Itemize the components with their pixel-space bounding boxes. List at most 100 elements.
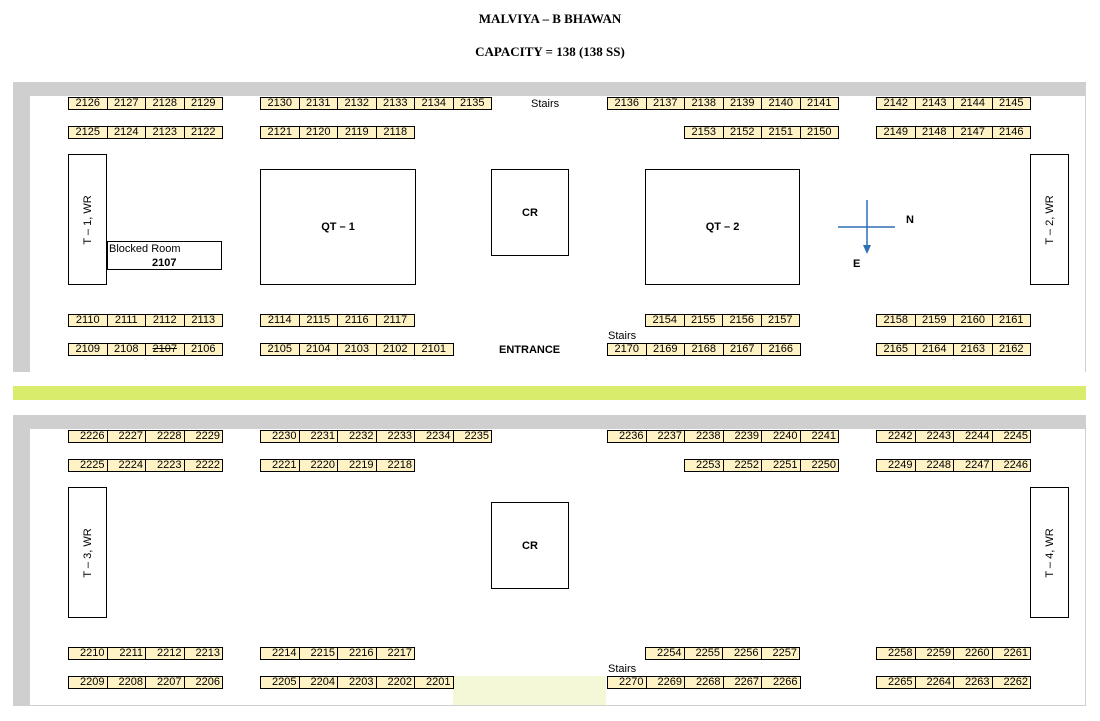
room-2219: 2219: [337, 459, 377, 472]
room-2166: 2166: [761, 343, 801, 356]
room-2104: 2104: [298, 343, 338, 356]
room-2112: 2112: [145, 314, 185, 327]
toilet-t1: T – 1, WR: [68, 154, 107, 285]
room-2265: 2265: [876, 676, 916, 689]
toilet-t3: T – 3, WR: [68, 487, 107, 618]
room-2110: 2110: [68, 314, 108, 327]
room-2122: 2122: [183, 126, 223, 139]
room-2224: 2224: [106, 459, 146, 472]
floor-2-entrance-strip: [453, 676, 606, 705]
room-2139: 2139: [722, 97, 762, 110]
room-2161: 2161: [991, 314, 1031, 327]
room-2257: 2257: [760, 647, 800, 660]
toilet-t1-label: T – 1, WR: [81, 194, 94, 245]
room-2151: 2151: [761, 126, 801, 139]
room-2123: 2123: [145, 126, 185, 139]
blocked-room-number: 2107: [152, 257, 177, 269]
room-2146: 2146: [991, 126, 1031, 139]
cr-label-floor-1: CR: [522, 207, 538, 219]
toilet-t3-label: T – 3, WR: [81, 527, 94, 578]
room-2148: 2148: [914, 126, 954, 139]
room-2230: 2230: [260, 430, 300, 443]
room-2220: 2220: [298, 459, 338, 472]
capacity-subtitle: CAPACITY = 138 (138 SS): [475, 44, 625, 59]
room-2147: 2147: [953, 126, 993, 139]
room-2137: 2137: [645, 97, 685, 110]
page-title: MALVIYA – B BHAWAN: [478, 11, 622, 26]
room-2201: 2201: [414, 676, 454, 689]
room-2131: 2131: [298, 97, 338, 110]
room-2156: 2156: [722, 314, 762, 327]
room-2222: 2222: [183, 459, 223, 472]
room-2207: 2207: [145, 676, 185, 689]
cr-box-floor-2: CR: [491, 502, 569, 589]
toilet-t2: T – 2, WR: [1030, 154, 1069, 285]
room-2253: 2253: [684, 459, 724, 472]
cr-label-floor-2: CR: [522, 540, 538, 552]
room-2154: 2154: [645, 314, 685, 327]
room-2113: 2113: [183, 314, 223, 327]
room-2251: 2251: [761, 459, 801, 472]
room-2118: 2118: [375, 126, 415, 139]
room-2215: 2215: [298, 647, 338, 660]
room-2229: 2229: [183, 430, 223, 443]
room-2152: 2152: [722, 126, 762, 139]
room-2204: 2204: [298, 676, 338, 689]
room-2260: 2260: [953, 647, 993, 660]
room-2214: 2214: [260, 647, 300, 660]
room-2223: 2223: [145, 459, 185, 472]
room-2119: 2119: [337, 126, 377, 139]
room-2242: 2242: [876, 430, 916, 443]
blocked-room-title: Blocked Room: [109, 243, 181, 255]
room-2124: 2124: [106, 126, 146, 139]
room-2163: 2163: [953, 343, 993, 356]
room-2143: 2143: [914, 97, 954, 110]
room-2157: 2157: [760, 314, 800, 327]
room-2126: 2126: [68, 97, 108, 110]
room-2142: 2142: [876, 97, 916, 110]
room-2226: 2226: [68, 430, 108, 443]
room-2264: 2264: [914, 676, 954, 689]
room-2101: 2101: [414, 343, 454, 356]
toilet-t2-label: T – 2, WR: [1043, 194, 1056, 245]
room-2255: 2255: [683, 647, 723, 660]
room-2149: 2149: [876, 126, 916, 139]
room-2262: 2262: [991, 676, 1031, 689]
qt1-label: QT – 1: [321, 221, 355, 233]
room-2256: 2256: [722, 647, 762, 660]
stairs-label-floor-1-bottom: Stairs: [608, 330, 637, 342]
room-2165: 2165: [876, 343, 916, 356]
room-2203: 2203: [337, 676, 377, 689]
cr-box-floor-1: CR: [491, 169, 569, 256]
room-2106: 2106: [183, 343, 223, 356]
blocked-room: Blocked Room 2107: [107, 241, 222, 270]
compass-icon: [838, 200, 895, 254]
room-2109: 2109: [68, 343, 108, 356]
room-2144: 2144: [953, 97, 993, 110]
stairs-label-floor-2: Stairs: [608, 663, 637, 675]
room-2103: 2103: [337, 343, 377, 356]
room-2105: 2105: [260, 343, 300, 356]
room-2227: 2227: [106, 430, 146, 443]
room-2164: 2164: [914, 343, 954, 356]
room-2254: 2254: [645, 647, 685, 660]
room-2210: 2210: [68, 647, 108, 660]
room-2213: 2213: [183, 647, 223, 660]
room-2168: 2168: [684, 343, 724, 356]
room-2248: 2248: [914, 459, 954, 472]
room-2134: 2134: [414, 97, 454, 110]
room-2120: 2120: [298, 126, 338, 139]
room-2239: 2239: [722, 430, 762, 443]
room-2209: 2209: [68, 676, 108, 689]
room-2130: 2130: [260, 97, 300, 110]
room-2111: 2111: [106, 314, 146, 327]
room-2218: 2218: [375, 459, 415, 472]
room-2231: 2231: [298, 430, 338, 443]
room-2247: 2247: [953, 459, 993, 472]
room-2240: 2240: [761, 430, 801, 443]
room-2217: 2217: [375, 647, 415, 660]
room-2269: 2269: [645, 676, 685, 689]
room-2121: 2121: [260, 126, 300, 139]
room-2114: 2114: [260, 314, 300, 327]
floor-1-entrance-gap: [453, 360, 606, 374]
